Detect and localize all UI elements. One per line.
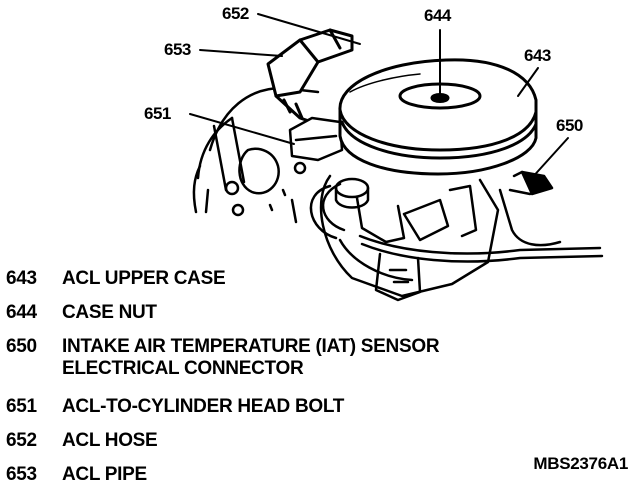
- legend-number: 651: [6, 396, 37, 417]
- callout-650: 650: [556, 116, 583, 135]
- figure-code: MBS2376A1: [533, 454, 628, 473]
- legend-description: CASE NUT: [62, 302, 157, 323]
- lower-housing-shape: [319, 174, 500, 302]
- hose-lines: [309, 182, 604, 263]
- callout-653: 653: [164, 40, 191, 59]
- legend-description: ACL PIPE: [62, 464, 147, 485]
- legend-number: 644: [6, 302, 37, 323]
- legend-description: ACL UPPER CASE: [62, 268, 226, 289]
- legend-row: 652 ACL HOSE: [6, 430, 158, 452]
- legend-number: 653: [6, 464, 37, 485]
- legend-row: 653 ACL PIPE: [6, 464, 147, 486]
- legend-number: 643: [6, 268, 37, 289]
- air-cleaner-lid-shape: [338, 58, 538, 176]
- case-nut-cap-shape: [334, 177, 370, 209]
- legend-row: 651 ACL-TO-CYLINDER HEAD BOLT: [6, 396, 344, 418]
- callout-643: 643: [524, 46, 551, 65]
- legend-row: 650 INTAKE AIR TEMPERATURE (IAT) SENSOR …: [6, 336, 512, 380]
- legend-row: 644 CASE NUT: [6, 302, 157, 324]
- bracket-shape: [288, 116, 344, 162]
- iat-connector-shape: [508, 170, 554, 196]
- engine-casting: [192, 86, 320, 224]
- legend-number: 650: [6, 336, 37, 357]
- callout-651: 651: [144, 104, 171, 123]
- legend-description: ACL HOSE: [62, 430, 158, 451]
- legend-description: ACL-TO-CYLINDER HEAD BOLT: [62, 396, 345, 417]
- legend-row: 643 ACL UPPER CASE: [6, 268, 226, 290]
- legend-number: 652: [6, 430, 37, 451]
- legend-description: INTAKE AIR TEMPERATURE (IAT) SENSOR ELEC…: [62, 336, 440, 379]
- callout-652: 652: [222, 4, 249, 23]
- leader-lines: [189, 13, 569, 181]
- callout-644: 644: [424, 6, 451, 25]
